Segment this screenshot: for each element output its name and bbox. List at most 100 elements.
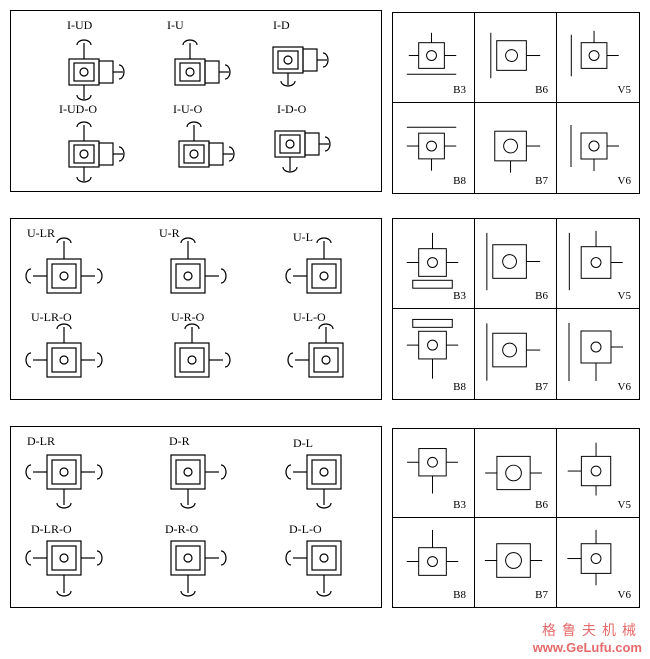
gearbox-icon (174, 323, 231, 378)
variant-label: D-R-O (165, 522, 199, 536)
mount-drawing (567, 529, 612, 586)
mount-cell: B8 (393, 309, 475, 399)
mount-drawing (568, 230, 623, 291)
mount-cell: B8 (393, 518, 475, 607)
gearbox-icon (170, 540, 227, 597)
panel-u-variants: U-LR U-R U-L U-LR-O U-R-O U-L-O (10, 218, 382, 400)
variant-label: D-R (169, 434, 190, 448)
mount-label: B8 (453, 175, 466, 187)
mount-drawing (406, 318, 459, 379)
gearbox-icon (285, 454, 342, 509)
variant-label: I-D-O (277, 102, 307, 116)
mount-drawing (570, 125, 619, 171)
mount-label: V6 (617, 589, 631, 601)
watermark: 格鲁夫机械 www.GeLufu.com (533, 620, 642, 655)
mount-drawing (485, 455, 542, 491)
mount-cell: V5 (557, 429, 639, 518)
mount-label: V5 (617, 84, 631, 96)
gearbox-icon (25, 323, 103, 378)
mount-drawing (406, 32, 457, 75)
mount-label: B6 (535, 290, 548, 302)
variant-label: I-UD-O (59, 102, 97, 116)
mount-cell: V6 (557, 518, 639, 607)
mount-label: V5 (617, 290, 631, 302)
gearbox-icon (25, 454, 103, 509)
mount-drawing (484, 543, 543, 578)
mount-label: B7 (535, 381, 548, 393)
gearbox-icon (174, 39, 231, 86)
mount-label: B3 (453, 290, 466, 302)
mount-drawing (486, 323, 541, 381)
variant-label: U-L (293, 230, 313, 244)
gearbox-icon (170, 454, 227, 509)
mount-label: B7 (535, 589, 548, 601)
mount-label: B6 (535, 84, 548, 96)
gearbox-icon (178, 121, 235, 168)
mount-cell: B7 (475, 518, 557, 607)
gearbox-icon (285, 540, 342, 597)
gearbox-drawing-u (25, 237, 344, 378)
mount-drawing (406, 232, 459, 289)
mount-cell: V6 (557, 103, 639, 193)
variant-label: I-U-O (173, 102, 203, 116)
mount-cell: B3 (393, 13, 475, 103)
mount-cell: V5 (557, 13, 639, 103)
mount-label: B7 (535, 175, 548, 187)
variant-label: I-D (273, 18, 290, 32)
panel-d-variants: D-LR D-R D-L D-LR-O D-R-O D-L-O (10, 426, 382, 608)
mount-cell: B6 (475, 429, 557, 518)
variant-label: I-U (167, 18, 184, 32)
mount-cell: B7 (475, 309, 557, 399)
mount-cell: B7 (475, 103, 557, 193)
mount-drawing (567, 442, 612, 496)
mount-label: B3 (453, 84, 466, 96)
mount-cell: V6 (557, 309, 639, 399)
mount-cell: B6 (475, 219, 557, 309)
mount-drawing (570, 30, 619, 77)
mount-drawing (406, 126, 457, 171)
gearbox-icon (272, 46, 329, 87)
mount-cell: B6 (475, 13, 557, 103)
gearbox-icon (68, 121, 125, 183)
mount-drawing (568, 323, 623, 381)
mount-drawing (486, 232, 541, 291)
gearbox-icon (287, 323, 344, 378)
mount-drawing (406, 529, 459, 576)
mount-cell: B3 (393, 219, 475, 309)
variant-label: D-LR (27, 434, 55, 448)
mount-drawing (494, 130, 541, 173)
gearbox-icon (274, 130, 331, 173)
gearbox-icon (25, 540, 103, 597)
gearbox-icon (68, 39, 125, 101)
variant-label: U-LR (27, 226, 55, 240)
mount-label: V6 (617, 175, 631, 187)
mount-label: B8 (453, 589, 466, 601)
watermark-cn: 格鲁夫机械 (542, 623, 642, 639)
gearbox-drawing-d (25, 454, 342, 597)
mount-label: B3 (453, 499, 466, 511)
mount-label: V6 (617, 381, 631, 393)
variant-label: U-L-O (293, 310, 326, 324)
mount-grid-i: B3 B6 V5 B8 B7 V6 (392, 12, 640, 194)
watermark-url: www.GeLufu.com (532, 640, 642, 655)
mount-grid-u: B3 B6 V5 B8 B7 V6 (392, 218, 640, 400)
variant-label: U-R-O (171, 310, 205, 324)
mount-drawing (490, 32, 541, 79)
gearbox-icon (170, 237, 227, 294)
variant-label: U-R (159, 226, 180, 240)
mount-grid-d: B3 B6 V5 B8 B7 V6 (392, 428, 640, 608)
gearbox-drawing-i-ud (68, 39, 331, 183)
variant-label: D-L-O (289, 522, 322, 536)
gearbox-icon (285, 237, 342, 294)
mount-label: B8 (453, 381, 466, 393)
mount-label: B6 (535, 499, 548, 511)
mount-cell: B8 (393, 103, 475, 193)
variant-label: I-UD (67, 18, 93, 32)
mount-cell: B3 (393, 429, 475, 518)
variant-label: D-L (293, 436, 313, 450)
panel-i-variants: I-UD I-U I-D I-UD-O I-U-O I-D-O (10, 10, 382, 192)
mount-label: V5 (617, 499, 631, 511)
mount-cell: V5 (557, 219, 639, 309)
mount-drawing (407, 448, 458, 494)
variant-label: U-LR-O (31, 310, 72, 324)
